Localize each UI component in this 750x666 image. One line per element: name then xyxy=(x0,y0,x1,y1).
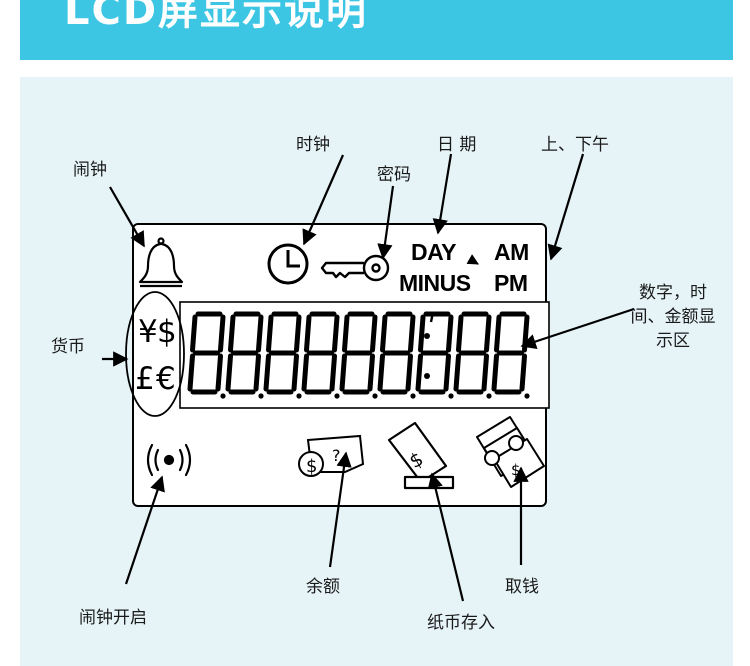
label-password: 密码 xyxy=(377,165,411,185)
key-icon xyxy=(320,254,390,282)
label-withdraw: 取钱 xyxy=(505,577,539,597)
seven-segment-digit xyxy=(225,311,264,399)
apostrophe-mark xyxy=(429,311,435,323)
seven-segment-digit xyxy=(415,311,454,399)
minus-pointer xyxy=(466,254,479,265)
arrow-alarm-on xyxy=(124,475,165,585)
colon xyxy=(424,333,430,379)
cash-withdraw-icon: $ xyxy=(476,416,545,488)
seven-segment-digit xyxy=(263,311,302,399)
seven-segment-digit xyxy=(453,311,492,399)
arrow-digits xyxy=(520,307,635,349)
label-ampm: 上、下午 xyxy=(541,135,609,155)
lcd-minus: MINUS xyxy=(399,270,471,296)
label-clock: 时钟 xyxy=(296,135,330,155)
seven-segment-digit xyxy=(187,311,226,399)
label-digits: 数字，时间、金额显示区 xyxy=(630,283,716,351)
bell-icon xyxy=(138,237,184,288)
arrow-alarm xyxy=(109,186,145,248)
seven-segment-digit xyxy=(377,311,416,399)
arrow-deposit xyxy=(427,472,465,602)
header-bar: LCD屏显示说明 xyxy=(20,0,733,60)
euro-symbol: € xyxy=(156,361,176,397)
seven-segment-digit xyxy=(301,311,340,399)
leader-arrows xyxy=(102,153,635,602)
arrow-clock xyxy=(302,154,345,246)
label-alarm: 闹钟 xyxy=(73,160,107,180)
lcd-am: AM xyxy=(494,239,529,265)
pound-symbol: £ xyxy=(135,361,155,397)
svg-text:$: $ xyxy=(306,456,317,477)
alarm-signal-icon xyxy=(146,443,192,477)
page-title: LCD屏显示说明 xyxy=(64,0,369,34)
arrow-balance xyxy=(328,451,352,568)
arrow-ampm xyxy=(547,153,585,261)
digit-group xyxy=(187,311,530,399)
label-deposit: 纸币存入 xyxy=(427,613,495,633)
lcd-day: DAY xyxy=(411,239,456,265)
svg-text:$: $ xyxy=(511,461,521,479)
label-alarm-on: 闹钟开启 xyxy=(79,608,147,628)
clock-icon xyxy=(267,243,309,285)
arrow-date xyxy=(432,153,453,235)
label-date: 日 期 xyxy=(437,135,477,155)
seven-segment-digit xyxy=(339,311,378,399)
lcd-pm: PM xyxy=(494,270,528,296)
arrow-password xyxy=(377,185,395,260)
svg-text:?: ? xyxy=(332,446,341,465)
label-currency: 货币 xyxy=(51,337,85,357)
yen-symbol: ¥ xyxy=(138,314,158,350)
label-balance: 余额 xyxy=(306,577,340,597)
dollar-symbol: $ xyxy=(157,314,177,350)
